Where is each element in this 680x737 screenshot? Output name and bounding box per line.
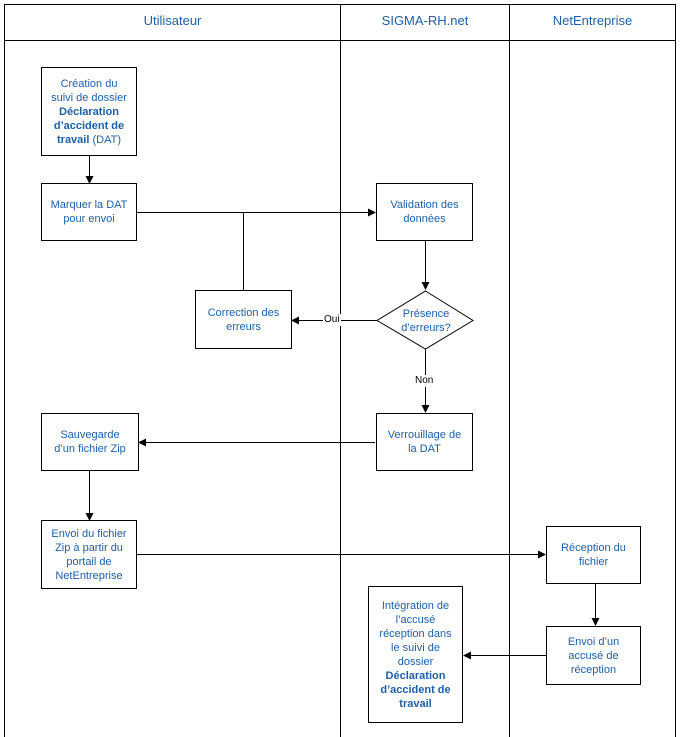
node-envoi-accuse-line3: réception (570, 663, 617, 676)
node-validation-line2: données (403, 213, 446, 225)
node-integration-bold1: Déclaration (385, 669, 446, 682)
decision-diamond-presence (376, 290, 474, 350)
lane-title-utilisateur: Utilisateur (143, 12, 202, 28)
lane-title-sigma: SIGMA-RH.net (381, 12, 469, 28)
node-creation-line5: travail (DAT) (57, 133, 121, 147)
node-marquer-line2: pour envoi (63, 213, 115, 225)
node-presence-erreurs[interactable]: Présence d’erreurs? (385, 302, 467, 340)
node-validation-line1: Validation des (390, 199, 459, 211)
edge-label-non: Non (414, 375, 435, 387)
node-correction-line1: Correction des (207, 306, 280, 319)
node-reception-fichier[interactable]: Réception du fichier (546, 526, 641, 584)
node-envoi-fichier-line2: Zip à partir du (55, 541, 123, 554)
node-correction-erreurs[interactable]: Correction des erreurs (195, 290, 292, 349)
node-envoi-fichier[interactable]: Envoi du fichier Zip à partir du portail… (41, 520, 137, 589)
node-sauvegarde-line1: Sauvegarde (60, 429, 120, 441)
node-envoi-fichier-line3: portail de (66, 555, 112, 568)
node-reception-line1: Réception du (561, 542, 626, 554)
node-integration-line5: dossier (397, 655, 434, 668)
node-creation-suffix: (DAT) (89, 133, 121, 146)
node-integration-accuse[interactable]: Intégration de l’accusé réception dans l… (368, 586, 463, 723)
node-creation-line2: suivi de dossier (51, 91, 127, 104)
node-creation-suivi[interactable]: Création du suivi de dossier Déclaration… (41, 67, 137, 156)
node-envoi-accuse[interactable]: Envoi d’un accusé de réception (546, 626, 641, 685)
node-reception-line2: fichier (578, 556, 609, 568)
node-integration-bold2: d’accident de (380, 683, 451, 696)
node-envoi-accuse-line1: Envoi d’un (567, 635, 620, 648)
node-envoi-fichier-line4: NetEntreprise (55, 569, 123, 582)
node-envoi-fichier-line1: Envoi du fichier (51, 527, 127, 540)
node-creation-bold2: d’accident de (53, 119, 125, 132)
edge-label-oui: Oui (323, 314, 341, 326)
node-integration-line1: Intégration de (381, 599, 450, 612)
lane-title-netentreprise: NetEntreprise (552, 12, 633, 28)
node-creation-bold1: Déclaration (59, 105, 119, 118)
node-creation-line1: Création du (60, 77, 118, 90)
node-sauvegarde-zip[interactable]: Sauvegarde d’un fichier Zip (41, 413, 139, 471)
node-sauvegarde-line2: d’un fichier Zip (54, 443, 126, 455)
node-integration-line2: l’accusé (395, 613, 436, 626)
node-envoi-accuse-line2: accusé de (568, 649, 619, 662)
node-creation-bold3: travail (57, 133, 90, 146)
node-verrouillage-line2: la DAT (408, 443, 441, 455)
node-integration-bold3: travail (399, 697, 432, 710)
node-presence-line1: Présence (402, 308, 450, 320)
node-marquer-line1: Marquer la DAT (50, 199, 128, 211)
node-presence-line2: d’erreurs? (401, 322, 451, 334)
node-correction-line2: erreurs (226, 320, 261, 333)
node-validation-donnees[interactable]: Validation des données (376, 183, 473, 241)
node-verrouillage-line1: Verrouillage de (387, 429, 462, 441)
node-integration-line3: réception dans (379, 627, 452, 640)
node-marquer-dat[interactable]: Marquer la DAT pour envoi (41, 183, 137, 241)
node-integration-line4: le suivi de (391, 641, 440, 654)
node-verrouillage-dat[interactable]: Verrouillage de la DAT (376, 413, 473, 471)
